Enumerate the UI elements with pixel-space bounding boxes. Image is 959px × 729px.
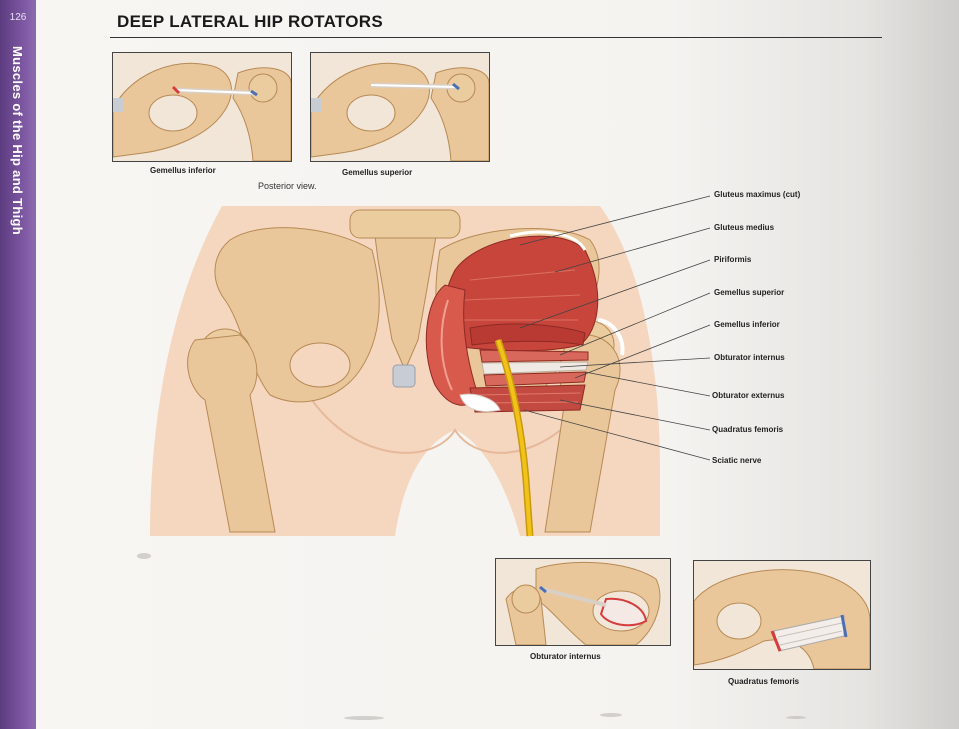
inset-gemellus-superior	[310, 52, 490, 162]
gemellus-inferior-illustration	[113, 53, 291, 161]
section-sidebar: 126 Muscles of the Hip and Thigh	[0, 0, 36, 729]
page-title: DEEP LATERAL HIP ROTATORS	[117, 12, 383, 31]
obturator-internus-illustration	[496, 559, 670, 645]
scan-smudge	[137, 553, 151, 559]
gemellus-superior-illustration	[311, 53, 489, 161]
scan-smudge	[344, 716, 384, 720]
callout-quadratus-femoris: Quadratus femoris	[712, 425, 784, 434]
gemellus-superior-muscle	[479, 349, 589, 363]
scan-smudge	[600, 713, 622, 717]
ischial-tuberosity-cartilage	[459, 393, 501, 412]
inset-quadratus-femoris	[693, 560, 871, 670]
quadratus-femoris-illustration	[694, 561, 870, 669]
callout-piriformis: Piriformis	[714, 255, 752, 264]
section-title: Muscles of the Hip and Thigh	[10, 46, 25, 235]
callout-obturator-internus: Obturator internus	[714, 353, 785, 362]
caption-gemellus-inferior: Gemellus inferior	[150, 166, 216, 175]
inset-gemellus-inferior	[112, 52, 292, 162]
lumbar-vertebra	[349, 209, 461, 239]
callout-gluteus-medius: Gluteus medius	[714, 223, 775, 232]
left-femur	[187, 334, 276, 533]
caption-obturator-internus: Obturator internus	[530, 652, 601, 661]
callout-obturator-externus: Obturator externus	[712, 391, 785, 400]
callout-gemellus-inferior: Gemellus inferior	[714, 320, 780, 329]
inset-obturator-internus	[495, 558, 671, 646]
page-number: 126	[9, 12, 27, 23]
title-rule	[110, 37, 882, 38]
callout-sciatic-nerve: Sciatic nerve	[712, 456, 762, 465]
callout-gemellus-superior: Gemellus superior	[714, 288, 785, 297]
gluteus-maximus-cut	[425, 284, 479, 406]
caption-gemellus-superior: Gemellus superior	[342, 168, 413, 177]
caption-quadratus-femoris: Quadratus femoris	[728, 677, 800, 686]
callout-gluteus-maximus: Gluteus maximus (cut)	[714, 190, 801, 199]
left-obturator-foramen	[289, 342, 351, 388]
view-label: Posterior view.	[258, 181, 317, 191]
scan-smudge	[786, 716, 806, 719]
coccyx-cartilage	[392, 364, 416, 388]
leader-lines	[519, 195, 711, 461]
sciatic-nerve	[496, 339, 532, 537]
